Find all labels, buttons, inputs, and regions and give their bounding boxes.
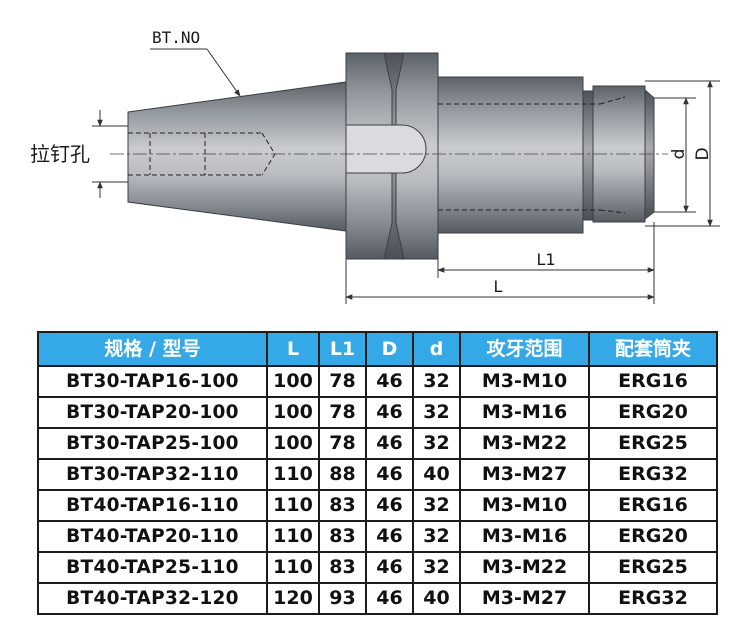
collet-cell: ERG25 <box>588 551 718 584</box>
model-cell: BT40-TAP25-110 <box>37 551 268 584</box>
collet-face <box>644 88 655 221</box>
L-cell: 110 <box>266 458 320 491</box>
tap-range-cell: M3-M16 <box>459 396 590 429</box>
L1-cell: 93 <box>318 582 367 615</box>
header-d: d <box>412 331 461 367</box>
L-cell: 100 <box>266 365 320 398</box>
model-cell: BT30-TAP25-100 <box>37 427 268 460</box>
tap-range-cell: M3-M22 <box>459 427 590 460</box>
collet-cell: ERG32 <box>588 582 718 615</box>
d-cell: 40 <box>412 582 461 615</box>
d-cell: 32 <box>412 396 461 429</box>
collet-cell: ERG16 <box>588 365 718 398</box>
L-cell: 110 <box>266 551 320 584</box>
tap-range-cell: M3-M10 <box>459 365 590 398</box>
D-cell: 46 <box>365 396 414 429</box>
collet-cell: ERG25 <box>588 427 718 460</box>
dim-d-label: d <box>669 149 689 160</box>
collet-cell: ERG20 <box>588 520 718 553</box>
L1-cell: 78 <box>318 427 367 460</box>
model-cell: BT30-TAP20-100 <box>37 396 268 429</box>
dim-L1-label: L1 <box>536 250 555 269</box>
dim-L-label: L <box>494 277 503 296</box>
d-cell: 32 <box>412 427 461 460</box>
header-model: 规格 / 型号 <box>37 331 268 367</box>
tool-holder-drawing: BT.NO 拉钉孔 d D L1 L <box>30 28 720 304</box>
bt-no-label: BT.NO <box>152 28 200 47</box>
header-L1: L1 <box>318 331 367 367</box>
D-cell: 46 <box>365 489 414 522</box>
D-cell: 46 <box>365 427 414 460</box>
d-cell: 40 <box>412 458 461 491</box>
header-D: D <box>365 331 414 367</box>
collet-sleeve <box>582 90 594 221</box>
d-cell: 32 <box>412 520 461 553</box>
L-cell: 100 <box>266 427 320 460</box>
L1-cell: 83 <box>318 551 367 584</box>
header-tap-range: 攻牙范围 <box>459 331 590 367</box>
tap-range-cell: M3-M22 <box>459 551 590 584</box>
model-cell: BT40-TAP16-110 <box>37 489 268 522</box>
D-cell: 46 <box>365 551 414 584</box>
drive-keyway <box>345 124 427 174</box>
D-cell: 46 <box>365 520 414 553</box>
header-collet: 配套筒夹 <box>588 331 718 367</box>
d-cell: 32 <box>412 489 461 522</box>
L1-cell: 78 <box>318 365 367 398</box>
dim-D-label: D <box>693 147 713 160</box>
tap-range-cell: M3-M27 <box>459 458 590 491</box>
D-cell: 46 <box>365 582 414 615</box>
shank-body <box>437 76 584 234</box>
L-cell: 120 <box>266 582 320 615</box>
L1-cell: 83 <box>318 489 367 522</box>
d-cell: 32 <box>412 365 461 398</box>
tap-range-cell: M3-M27 <box>459 582 590 615</box>
model-cell: BT30-TAP16-100 <box>37 365 268 398</box>
model-cell: BT40-TAP20-110 <box>37 520 268 553</box>
d-cell: 32 <box>412 551 461 584</box>
D-cell: 46 <box>365 458 414 491</box>
tap-range-cell: M3-M16 <box>459 520 590 553</box>
L1-cell: 78 <box>318 396 367 429</box>
collet-cell: ERG16 <box>588 489 718 522</box>
tap-range-cell: M3-M10 <box>459 489 590 522</box>
L-cell: 100 <box>266 396 320 429</box>
model-cell: BT30-TAP32-110 <box>37 458 268 491</box>
L1-cell: 88 <box>318 458 367 491</box>
L-cell: 110 <box>266 489 320 522</box>
taper-shank <box>127 81 347 232</box>
collet-cell: ERG20 <box>588 396 718 429</box>
model-cell: BT40-TAP32-120 <box>37 582 268 615</box>
header-L: L <box>266 331 320 367</box>
D-cell: 46 <box>365 365 414 398</box>
L1-cell: 83 <box>318 520 367 553</box>
L-cell: 110 <box>266 520 320 553</box>
pull-stud-hole-label: 拉钉孔 <box>30 142 90 166</box>
hidden-lines <box>128 96 626 214</box>
collet-cell: ERG32 <box>588 458 718 491</box>
